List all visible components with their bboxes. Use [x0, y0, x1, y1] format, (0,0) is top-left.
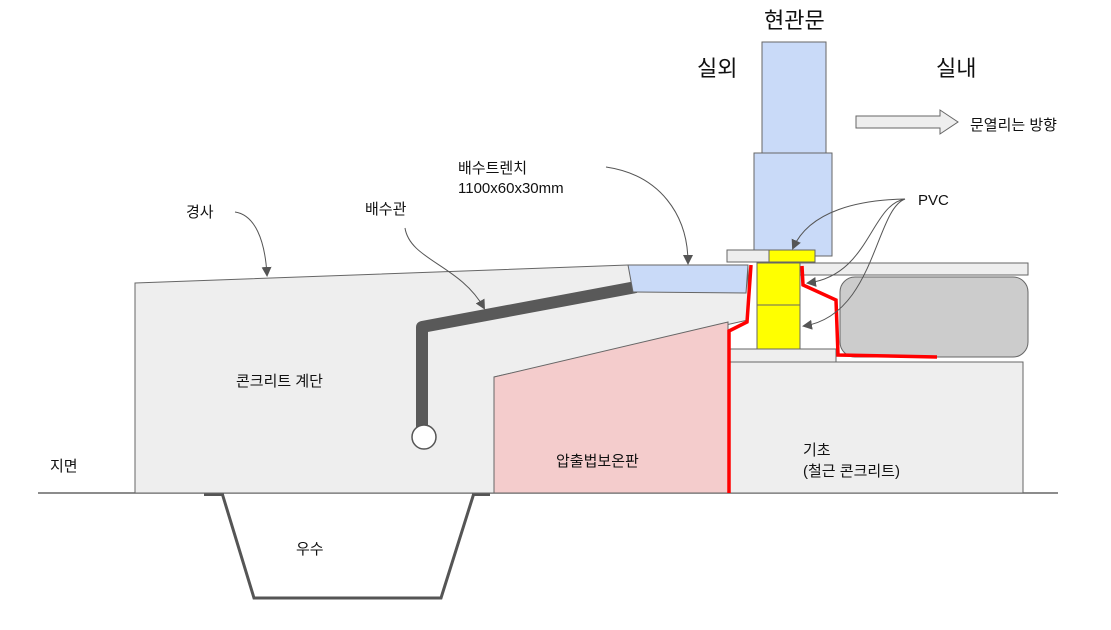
label-drain-trench-size: 1100x60x30mm	[458, 180, 564, 197]
waterproof-line-left	[727, 264, 753, 493]
drain-trench-arrow	[605, 166, 693, 265]
label-concrete-step: 콘크리트 계단	[236, 373, 323, 390]
label-slope: 경사	[186, 204, 214, 221]
label-ground: 지면	[50, 458, 78, 475]
floor-plate	[799, 262, 1029, 276]
label-insulation-board: 압출법보온판	[556, 453, 639, 470]
pvc-block-lower	[756, 304, 801, 350]
label-drain-pipe: 배수관	[365, 201, 407, 218]
label-foundation-detail: (철근 콘크리트)	[803, 463, 900, 480]
base-slab	[729, 348, 837, 363]
label-drain-trench: 배수트렌치	[458, 160, 528, 177]
pvc-arrow-2	[806, 198, 906, 287]
label-foundation: 기초	[803, 442, 831, 459]
door-upper	[761, 41, 827, 154]
pvc-arrow-1	[791, 198, 906, 250]
label-rainwater: 우수	[296, 541, 324, 558]
floor-cushion	[839, 276, 1029, 358]
drain-pipe-arrow	[404, 227, 485, 310]
drain-pipe	[416, 281, 638, 428]
pvc-block-upper	[756, 262, 801, 306]
pvc-arrow-3	[802, 198, 906, 330]
rain-gutter	[220, 492, 476, 600]
threshold-plate	[726, 249, 771, 263]
slope-arrow	[234, 211, 272, 277]
label-pvc: PVC	[918, 192, 949, 209]
pvc-top	[768, 249, 816, 263]
waterproof-line-right	[800, 265, 938, 359]
label-door-open-direction: 문열리는 방향	[970, 117, 1057, 134]
label-indoor: 실내	[936, 56, 977, 81]
label-door: 현관문	[764, 8, 825, 33]
door-open-direction-arrow	[855, 109, 959, 135]
door-lower	[753, 152, 833, 257]
label-outdoor: 실외	[697, 56, 738, 81]
drain-trench	[627, 264, 749, 294]
drain-pipe-end	[411, 424, 437, 450]
